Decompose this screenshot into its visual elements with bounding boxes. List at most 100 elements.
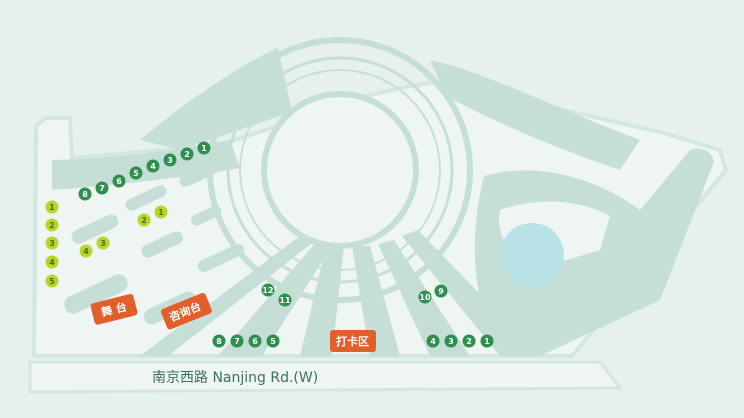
marker-pair-right-9[interactable]: 9: [434, 284, 448, 298]
marker-number: 4: [150, 162, 156, 171]
marker-circle: [79, 244, 93, 258]
marker-number: 7: [234, 337, 240, 346]
marker-circle: [112, 174, 126, 188]
stage-badge-bg: [90, 293, 138, 325]
walkway-3: [300, 246, 344, 356]
marker-circle: [180, 147, 194, 161]
planter-pill: [179, 161, 221, 187]
marker-circle: [266, 334, 280, 348]
marker-circle: [212, 334, 226, 348]
marker-bottom-right-3[interactable]: 3: [444, 334, 458, 348]
marker-row-top-left-8[interactable]: 8: [78, 187, 92, 201]
marker-number: 4: [83, 247, 89, 256]
marker-number: 5: [270, 337, 276, 346]
marker-number: 1: [484, 337, 490, 346]
planter-pill: [191, 205, 222, 226]
marker-circle: [480, 334, 494, 348]
right-building: [474, 148, 714, 356]
marker-bottom-left-7[interactable]: 7: [230, 334, 244, 348]
marker-number: 8: [216, 337, 222, 346]
marker-number: 6: [116, 177, 122, 186]
marker-pair-mid-1[interactable]: 1: [154, 205, 168, 219]
walkway-4: [352, 246, 400, 356]
marker-circle: [146, 159, 160, 173]
marker-column-left-1[interactable]: 1: [45, 200, 59, 214]
marker-row-top-left-5[interactable]: 5: [129, 166, 143, 180]
marker-pair-left-4[interactable]: 4: [79, 244, 93, 258]
marker-bottom-right-1[interactable]: 1: [480, 334, 494, 348]
marker-circle: [137, 213, 151, 227]
marker-circle: [78, 187, 92, 201]
marker-number: 10: [419, 293, 431, 302]
planter-pill: [197, 243, 245, 273]
marker-number: 8: [82, 190, 88, 199]
marker-circle: [95, 181, 109, 195]
marker-circle: [45, 236, 59, 250]
marker-circle: [45, 218, 59, 232]
marker-pair-right-10[interactable]: 10: [418, 290, 432, 304]
marker-number: 2: [49, 221, 55, 230]
marker-row-top-right-1[interactable]: 1: [197, 141, 211, 155]
marker-number: 2: [141, 216, 147, 225]
marker-circle: [154, 205, 168, 219]
walkway-6: [402, 230, 540, 356]
marker-bottom-right-2[interactable]: 2: [462, 334, 476, 348]
marker-number: 7: [99, 184, 105, 193]
marker-bottom-right-4[interactable]: 4: [426, 334, 440, 348]
marker-pair-center-11[interactable]: 11: [278, 293, 292, 307]
walkway-1: [140, 236, 316, 356]
marker-circle: [129, 166, 143, 180]
marker-bottom-left-8[interactable]: 8: [212, 334, 226, 348]
planter-pill: [141, 231, 183, 258]
checkin-badge-bg: [330, 330, 376, 352]
marker-number: 2: [466, 337, 472, 346]
info-desk-badge-bg: [160, 292, 212, 330]
marker-bottom-left-6[interactable]: 6: [248, 334, 262, 348]
marker-number: 6: [252, 337, 258, 346]
street-name-label: 南京西路 Nanjing Rd.(W): [152, 370, 318, 386]
planter-pill: [125, 185, 167, 211]
marker-circle: [45, 274, 59, 288]
marker-column-left-5[interactable]: 5: [45, 274, 59, 288]
marker-number: 2: [184, 150, 190, 159]
checkin-label: 打卡区: [336, 334, 369, 348]
marker-row-top-right-2[interactable]: 2: [180, 147, 194, 161]
marker-row-top-right-4[interactable]: 4: [146, 159, 160, 173]
marker-column-left-4[interactable]: 4: [45, 255, 59, 269]
marker-number: 1: [201, 144, 207, 153]
rotunda-core: [261, 91, 419, 249]
road-strip: [28, 360, 624, 394]
marker-row-top-left-6[interactable]: 6: [112, 174, 126, 188]
stage-badge[interactable]: 舞 台: [90, 293, 138, 325]
marker-circle: [230, 334, 244, 348]
marker-circle: [45, 255, 59, 269]
marker-number: 4: [430, 337, 436, 346]
marker-circle: [444, 334, 458, 348]
planter-pill: [64, 274, 128, 314]
marker-number: 9: [438, 287, 444, 296]
marker-column-left-2[interactable]: 2: [45, 218, 59, 232]
marker-column-left-3[interactable]: 3: [45, 236, 59, 250]
canopy-right: [430, 60, 640, 170]
marker-pair-mid-2[interactable]: 2: [137, 213, 151, 227]
marker-circle: [163, 153, 177, 167]
marker-bottom-left-5[interactable]: 5: [266, 334, 280, 348]
marker-number: 4: [49, 258, 55, 267]
marker-circle: [462, 334, 476, 348]
marker-circle: [45, 200, 59, 214]
marker-row-top-left-7[interactable]: 7: [95, 181, 109, 195]
marker-row-top-right-3[interactable]: 3: [163, 153, 177, 167]
marker-number: 3: [100, 239, 106, 248]
marker-number: 11: [279, 296, 291, 305]
marker-circle: [197, 141, 211, 155]
planter-pill: [71, 214, 119, 244]
marker-pair-left-3[interactable]: 3: [96, 236, 110, 250]
marker-circle: [261, 283, 275, 297]
marker-pair-center-12[interactable]: 12: [261, 283, 275, 297]
marker-circle: [278, 293, 292, 307]
marker-circle: [248, 334, 262, 348]
checkin-badge[interactable]: 打卡区: [330, 330, 376, 352]
marker-number: 12: [262, 286, 273, 295]
marker-circle: [426, 334, 440, 348]
